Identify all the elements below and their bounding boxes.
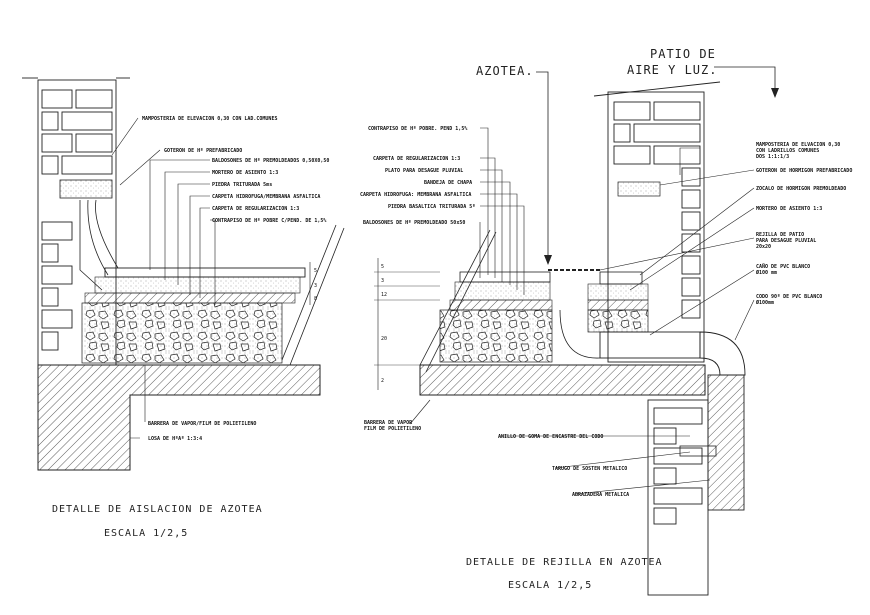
right-cut-line-2	[425, 231, 497, 373]
right-dim-3: 20	[381, 336, 387, 342]
right-label-b2: ANILLO DE GOMA DE ENCASTRE DEL CODO	[498, 434, 603, 440]
left-dimensions: 5 3 8	[309, 262, 317, 305]
left-label-group: MAMPOSTERIA DE ELEVACION 0,30 CON LAD.CO…	[142, 116, 329, 442]
left-baldosones	[104, 267, 306, 278]
left-leaders	[111, 117, 216, 439]
right-label-b0: BARRERA DE VAPOR	[364, 420, 413, 426]
right-label-r10: Ø100 mm	[755, 269, 777, 276]
left-goteron	[59, 179, 119, 291]
right-label-l4: CARPETA HIDROFUGA: MEMBRANA ASFALTICA	[360, 192, 471, 198]
right-label-r1: CON LADRILLOS COMUNES	[756, 148, 819, 154]
right-dim-2: 12	[381, 292, 387, 298]
left-title: DETALLE DE AISLACION DE AZOTEA	[52, 504, 263, 515]
right-label-r11: CODO 90º DE PVC BLANCO	[756, 294, 822, 300]
right-carpeta-2	[587, 299, 649, 311]
right-goteron	[617, 181, 661, 197]
right-cut-line-1	[419, 229, 491, 366]
right-label-r8: 20x20	[756, 244, 771, 250]
left-dim-0: 5	[314, 268, 317, 274]
right-label-l3: BANDEJA DE CHAPA	[424, 180, 472, 186]
left-label-9: LOSA DE HºAº 1:3:4	[148, 436, 202, 442]
right-label-b3: TARUGO DE SOSTEN METALICO	[552, 466, 627, 472]
left-label-6: CARPETA DE REGULARIZACION 1:3	[212, 206, 299, 212]
right-label-l0: CONTRAPISO DE Hº POBRE. PEND 1,5%	[368, 126, 467, 132]
right-carpeta	[449, 299, 553, 311]
right-label-r12: Ø100mm	[755, 299, 774, 306]
azotea-arrowhead	[544, 255, 552, 265]
left-losa	[37, 364, 321, 471]
left-label-3: MORTERO DE ASIENTO 1:3	[212, 170, 278, 176]
right-zocalo	[599, 271, 643, 285]
right-scale: ESCALA 1/2,5	[508, 580, 592, 591]
right-detail: AZOTEA. PATIO DE AIRE Y LUZ.	[360, 47, 852, 596]
left-dim-1: 3	[314, 283, 317, 289]
right-label-b4: ABRAZADERA METALICA	[572, 492, 629, 498]
right-contrapiso-2	[587, 309, 649, 333]
left-label-1: GOTERON DE Hº PREFABRICADO	[164, 148, 242, 154]
left-mortero	[94, 276, 301, 294]
right-label-r9: CAÑO DE PVC BLANCO	[756, 263, 810, 270]
left-label-0: MAMPOSTERIA DE ELEVACION 0,30 CON LAD.CO…	[142, 116, 277, 122]
right-label-group: CONTRAPISO DE Hº POBRE. PEND 1,5% CARPET…	[360, 126, 852, 498]
left-label-5: CARPETA HIDROFUGA/MEMBRANA ASFALTICA	[212, 194, 320, 200]
patio-arrowhead	[771, 88, 779, 98]
plato-desague	[559, 309, 601, 359]
right-contrapiso	[439, 309, 553, 363]
left-label-4: PIEDRA TRITURADA 5ms	[212, 182, 272, 188]
right-dimensions: 5 3 12 20 2	[374, 258, 440, 390]
right-label-l1: CARPETA DE REGULARIZACION 1:3	[373, 156, 460, 162]
right-brick-wall	[593, 81, 721, 363]
right-dim-0: 5	[381, 264, 384, 270]
left-label-8: BARRERA DE VAPOR/FILM DE POLIETILENO	[148, 421, 256, 427]
right-piedra-2	[587, 283, 649, 301]
azotea-label: AZOTEA.	[476, 64, 534, 78]
right-label-l5: PIEDRA BASALTICA TRITURADA 5º	[388, 204, 475, 210]
left-dim-2: 8	[314, 296, 317, 302]
right-label-b1: FILM DE POLIETILENO	[364, 426, 421, 432]
right-label-r6: REJILLA DE PATIO	[756, 232, 804, 238]
right-losa	[419, 364, 706, 396]
patio-arrow	[714, 66, 776, 94]
left-contrapiso	[81, 302, 283, 364]
right-label-r4: ZOCALO DE HORMIGON PREMOLDEADO	[756, 186, 846, 192]
pvc-elbow	[699, 331, 746, 376]
left-cut-line-2	[289, 227, 345, 366]
right-dim-1: 3	[381, 278, 384, 284]
right-title: DETALLE DE REJILLA EN AZOTEA	[466, 557, 663, 568]
azotea-arrow	[536, 71, 549, 262]
right-label-r0: MAMPOSTERIA DE ELVACION 0,30	[756, 142, 840, 148]
left-label-7: CONTRAPISO DE Hº POBRE C/PEND. DE 1,5%	[212, 218, 326, 224]
right-leaders	[409, 127, 755, 495]
patio-label-line2: AIRE Y LUZ.	[627, 63, 717, 77]
left-label-2: BALDOSONES DE Hº PREMOLDEADOS 0,50X0,50	[212, 158, 329, 164]
right-label-l2: PLATO PARA DESAGUE PLUVIAL	[385, 168, 463, 174]
left-scale: ESCALA 1/2,5	[104, 528, 188, 539]
patio-label-line1: PATIO DE	[650, 47, 716, 61]
right-label-r2: DOS 1:1:1/3	[756, 154, 789, 160]
right-label-r5: MORTERO DE ASIENTO 1:3	[756, 206, 822, 212]
tarugo	[679, 445, 717, 457]
pvc-pipe	[599, 331, 701, 359]
right-label-l6: BALDOSONES DE Hº PREMOLDEADO 50x50	[363, 220, 465, 226]
left-detail: MAMPOSTERIA DE ELEVACION 0,30 CON LAD.CO…	[22, 77, 345, 539]
right-dim-4: 2	[381, 378, 384, 384]
right-label-r7: PARA DESAGUE PLUVIAL	[756, 238, 816, 244]
left-cut-line-1	[281, 224, 337, 361]
right-label-r3: GOTERON DE HORMIGON PREFABRICADO	[756, 168, 852, 174]
vertical-pipe	[707, 374, 745, 511]
